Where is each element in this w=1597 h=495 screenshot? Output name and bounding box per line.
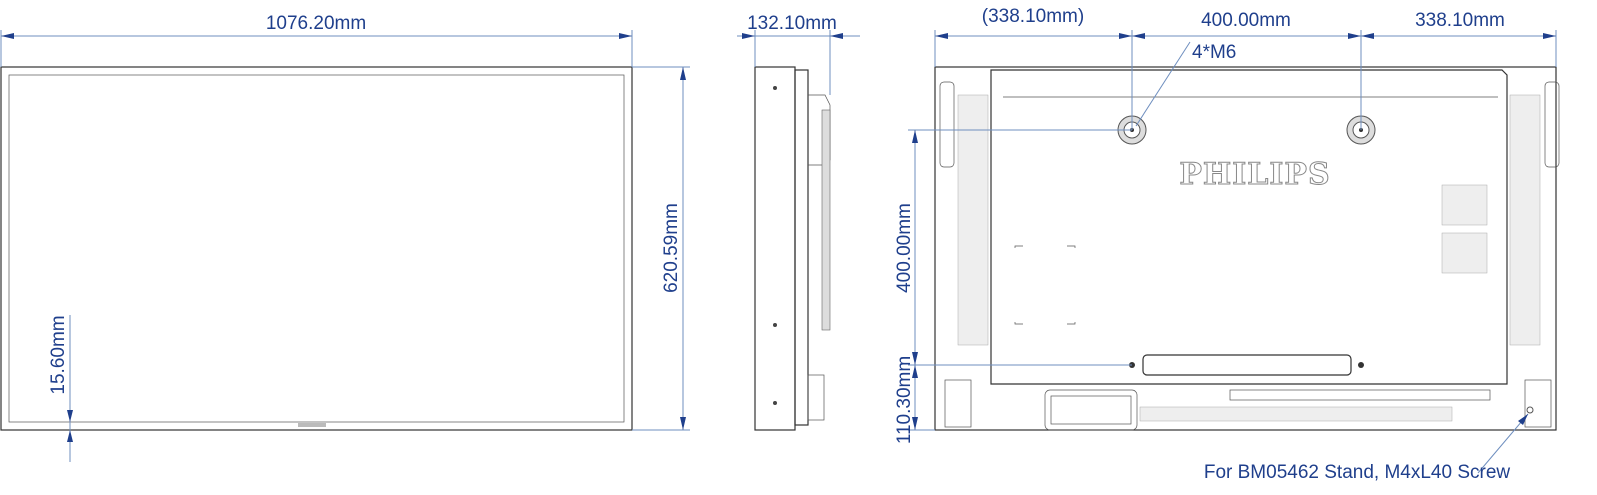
stand-mount-right	[1524, 379, 1552, 428]
left-offset-label: (338.10mm)	[982, 6, 1084, 27]
front-bezel-label: 15.60mm	[48, 315, 69, 394]
side-depth-label: 132.10mm	[747, 13, 837, 34]
arrow-icon	[680, 67, 686, 80]
control-panel	[1044, 389, 1138, 431]
front-logo-badge	[298, 423, 326, 427]
vesa-vertical-label: 400.00mm	[894, 203, 915, 293]
arrow-icon	[67, 410, 73, 422]
side-rear	[794, 69, 809, 426]
side-view: 132.10mm	[737, 13, 860, 431]
screw-spec-label: 4*M6	[1192, 42, 1236, 63]
arrow-icon	[1, 33, 14, 39]
front-outline	[0, 66, 633, 431]
brand-logo: PHILIPS	[1179, 157, 1330, 192]
front-width-label: 1076.20mm	[266, 13, 366, 34]
back-outline	[934, 66, 1557, 431]
front-screen	[8, 74, 625, 423]
right-vent	[1509, 94, 1541, 346]
bottom-offset-label: 110.30mm	[894, 356, 915, 444]
front-height-label: 620.59mm	[661, 203, 682, 293]
arrow-icon	[680, 417, 686, 430]
left-vent	[957, 94, 989, 346]
control-buttons	[1050, 395, 1132, 425]
stand-note: For BM05462 Stand, M4xL40 Screw	[1204, 462, 1511, 483]
bottom-bracket	[1142, 354, 1352, 376]
stand-mount-left	[944, 379, 972, 428]
arrow-icon	[830, 33, 843, 39]
vesa-horizontal-label: 400.00mm	[1201, 10, 1291, 31]
side-vent	[821, 109, 831, 331]
side-panel	[754, 66, 796, 431]
arrow-icon	[67, 430, 73, 442]
left-handle	[939, 81, 955, 168]
front-view: 1076.20mm 620.59mm 15.60mm	[0, 13, 690, 462]
back-view: PHILIPS (338.10mm) 400.00mm 338.10mm 4*M…	[894, 6, 1560, 483]
bottom-vent	[1139, 406, 1453, 422]
side-bracket	[807, 374, 825, 421]
arrow-icon	[742, 33, 755, 39]
right-offset-label: 338.10mm	[1415, 10, 1505, 31]
right-handle	[1544, 81, 1560, 168]
back-inner-panel	[990, 69, 1508, 385]
arrow-icon	[619, 33, 632, 39]
vesa-hole	[1358, 362, 1364, 368]
